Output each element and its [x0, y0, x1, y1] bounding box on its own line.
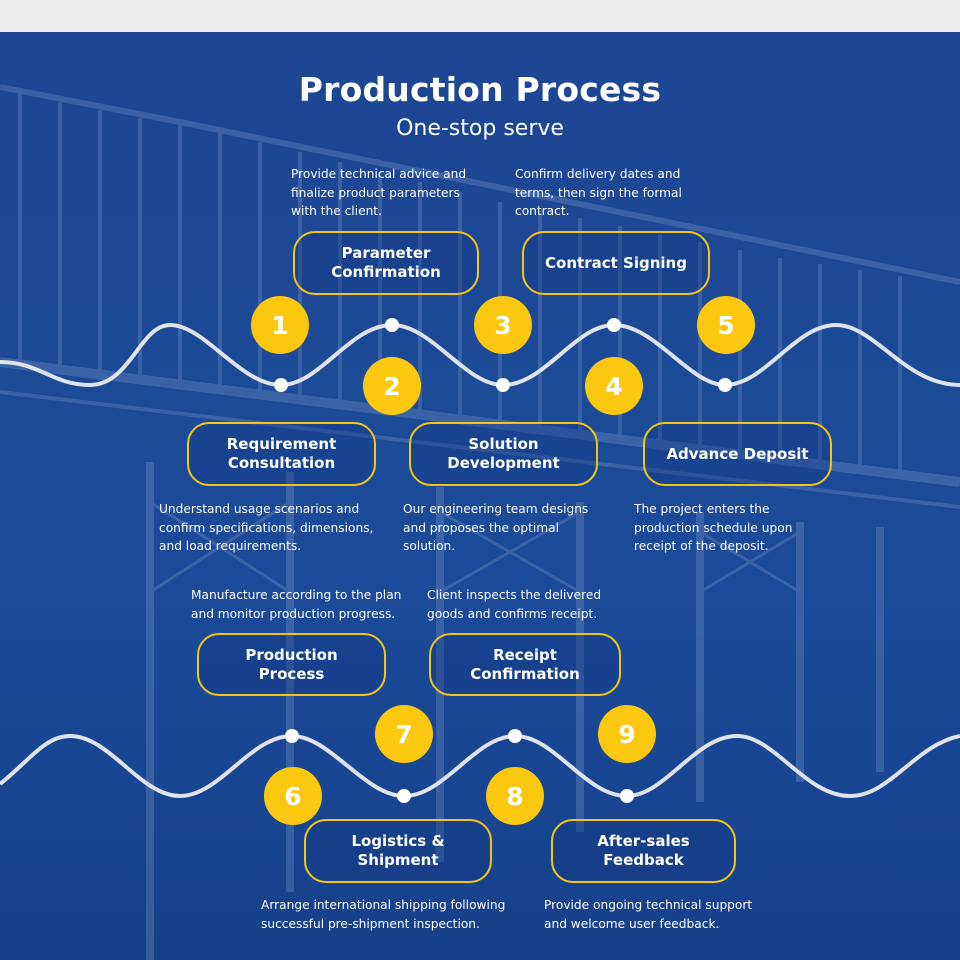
step-description-production-process: Manufacture according to the plan and mo…: [191, 586, 401, 623]
wave-node: [385, 318, 399, 332]
description-line: with the client.: [291, 204, 382, 218]
step-title-line: Solution: [468, 435, 539, 453]
description-line: confirm specifications, dimensions,: [159, 520, 374, 535]
description-line: Understand usage scenarios and: [159, 502, 360, 516]
step-title-line: Advance Deposit: [666, 444, 809, 463]
step-number-7: 7: [375, 705, 433, 763]
step-description-after-sales-feedback: Provide ongoing technical support and we…: [544, 896, 752, 933]
wave-node: [274, 378, 288, 392]
step-title-line: Development: [447, 454, 560, 472]
description-line: and monitor production progress.: [191, 606, 396, 621]
description-line: Our engineering team designs: [403, 502, 589, 516]
description-line: Confirm delivery dates and: [515, 167, 681, 181]
step-description-receipt-confirmation: Client inspects the delivered goods and …: [427, 586, 601, 623]
step-title-line: Confirmation: [331, 263, 441, 281]
background-photo: [0, 32, 960, 960]
description-line: finalize product parameters: [291, 185, 460, 200]
description-line: Manufacture according to the plan: [191, 588, 402, 602]
description-line: contract.: [515, 204, 570, 218]
step-number-3: 3: [474, 296, 532, 354]
description-line: The project enters the: [634, 502, 770, 516]
wave-node: [397, 789, 411, 803]
step-title-line: Process: [258, 664, 325, 683]
step-title-contract-signing: Contract Signing: [522, 231, 710, 295]
wave-node: [620, 789, 634, 803]
step-title-line: Consultation: [227, 454, 336, 472]
description-line: and proposes the optimal: [403, 520, 559, 535]
wave-node: [285, 729, 299, 743]
description-line: Provide ongoing technical support: [544, 898, 753, 912]
step-title-line: Feedback: [603, 851, 684, 869]
top-bar: [0, 0, 960, 32]
step-number-4: 4: [585, 357, 643, 415]
step-title-line: Shipment: [357, 851, 439, 869]
description-line: successful pre-shipment inspection.: [261, 916, 480, 931]
wave-node: [718, 378, 732, 392]
step-number-2: 2: [363, 357, 421, 415]
description-line: production schedule upon: [634, 520, 793, 535]
top-wave-line: [0, 322, 960, 388]
step-number-1: 1: [251, 296, 309, 354]
description-line: and load requirements.: [159, 539, 302, 553]
step-title-line: Receipt: [493, 645, 557, 664]
description-line: terms, then sign the formal: [515, 185, 682, 200]
step-number-9: 9: [598, 705, 656, 763]
step-description-advance-deposit: The project enters the production schedu…: [634, 500, 792, 556]
step-title-logistics-shipment: Logistics &Shipment: [304, 819, 492, 883]
step-description-contract-signing: Confirm delivery dates and terms, then s…: [515, 165, 682, 221]
wave-node: [496, 378, 510, 392]
step-title-line: Parameter: [341, 244, 431, 262]
step-title-line: Requirement: [226, 435, 337, 453]
step-number-6: 6: [264, 767, 322, 825]
step-description-solution-development: Our engineering team designs and propose…: [403, 500, 588, 556]
warehouse-structure-illustration: [0, 84, 960, 960]
description-line: solution.: [403, 539, 456, 553]
bottom-wave-line: [0, 733, 960, 799]
step-number-8: 8: [486, 767, 544, 825]
step-title-line: Contract Signing: [545, 253, 687, 272]
step-description-logistics-shipment: Arrange international shipping following…: [261, 896, 505, 933]
step-description-requirement-consultation: Understand usage scenarios and confirm s…: [159, 500, 373, 556]
description-line: and welcome user feedback.: [544, 916, 720, 931]
wave-node: [607, 318, 621, 332]
description-line: receipt of the deposit.: [634, 539, 769, 553]
step-title-line: Confirmation: [470, 664, 580, 683]
step-title-line: After-sales: [597, 832, 690, 850]
description-line: Provide technical advice and: [291, 167, 467, 181]
step-title-advance-deposit: Advance Deposit: [643, 422, 832, 486]
description-line: Arrange international shipping following: [261, 898, 506, 912]
step-title-line: Production: [245, 645, 338, 664]
wave-node: [508, 729, 522, 743]
step-description-parameter-confirmation: Provide technical advice and finalize pr…: [291, 165, 466, 221]
description-line: goods and confirms receipt.: [427, 606, 598, 621]
page-subtitle: One-stop serve: [396, 116, 564, 141]
step-title-line: Logistics &: [351, 832, 445, 850]
step-number-5: 5: [697, 296, 755, 354]
page-title: Production Process: [298, 70, 662, 109]
description-line: Client inspects the delivered: [427, 588, 602, 602]
